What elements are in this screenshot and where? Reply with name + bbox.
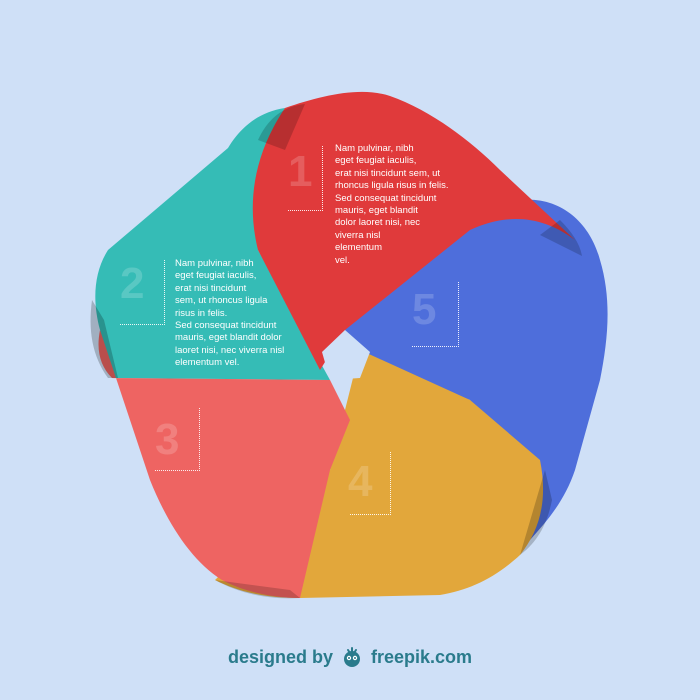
segment-4-number: 4 — [348, 457, 373, 506]
center-hole — [322, 330, 370, 380]
segment-3-dotted-frame — [155, 408, 200, 471]
segment-1-text: Nam pulvinar, nibh eget feugiat iaculis,… — [335, 143, 449, 266]
segment-5-ribbon — [340, 199, 608, 541]
segment-1-dotted-frame — [288, 146, 323, 211]
freepik-mascot-icon — [343, 647, 360, 667]
segment-1-ribbon — [252, 91, 575, 371]
segment-3-number: 3 — [155, 415, 180, 464]
segment-3-ribbon — [98, 330, 350, 598]
segment-1-number: 1 — [288, 147, 313, 196]
fold-shadow-right — [540, 220, 582, 256]
fold-shadow-top — [258, 104, 305, 150]
fold-shadow-bottom-right — [520, 470, 552, 555]
credit-prefix: designed by — [227, 646, 333, 667]
segment-2-number: 2 — [120, 259, 145, 308]
credit-brand: freepik.com — [370, 646, 473, 667]
segment-5-number: 5 — [412, 285, 437, 334]
segment-4-dotted-frame — [350, 452, 391, 515]
segment-2-dotted-frame — [120, 260, 165, 325]
freepik-credit[interactable]: designed by freepik.com — [0, 640, 700, 674]
segment-5-dotted-frame — [412, 282, 459, 347]
fold-shadow-bottom — [215, 580, 300, 599]
fold-shadow-left — [90, 300, 118, 378]
segment-2-text: Nam pulvinar, nibh eget feugiat iaculis,… — [175, 258, 285, 369]
